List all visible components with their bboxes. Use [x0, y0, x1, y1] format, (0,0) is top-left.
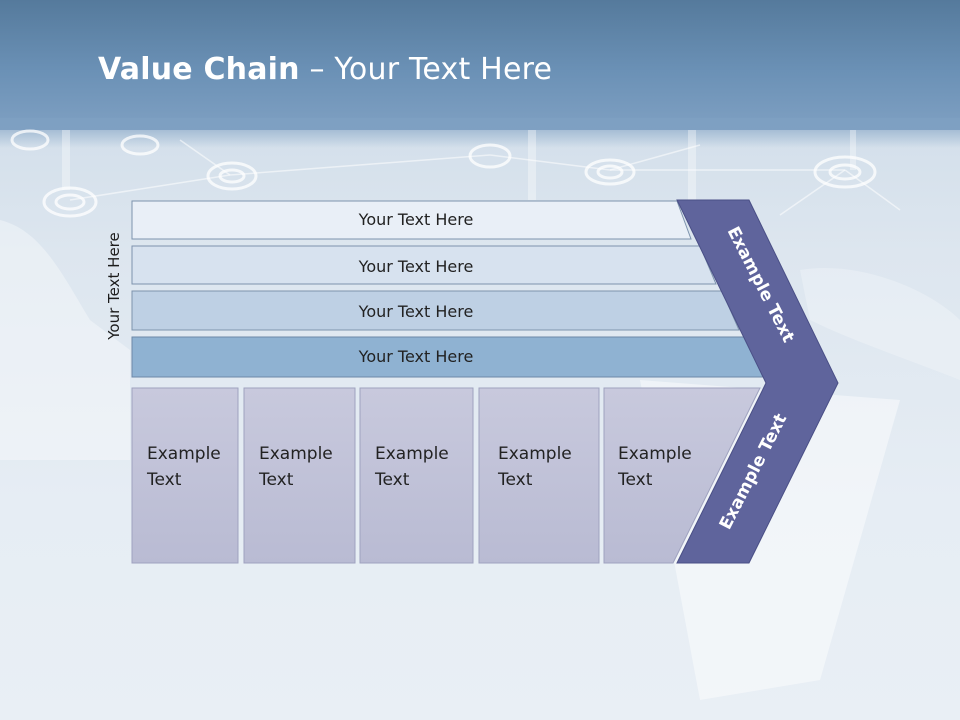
reflection-box-3-line2: Text: [374, 636, 410, 656]
box-3-line1: Example: [375, 444, 449, 464]
bar-3-label: Your Text Here: [358, 302, 474, 321]
box-2-line1: Example: [259, 444, 333, 464]
reflection-box-3-line1: Example: [375, 662, 449, 682]
reflection-box-5-line1: Example: [618, 662, 692, 682]
reflection-box-1-line2: Text: [146, 636, 182, 656]
box-3-line2: Text: [374, 470, 410, 490]
box-4: Example Text: [478, 387, 600, 564]
reflection-box-4-line2: Text: [497, 636, 533, 656]
box-1-line1: Example: [147, 444, 221, 464]
box-5-line1: Example: [618, 444, 692, 464]
bar-2-label: Your Text Here: [358, 257, 474, 276]
title-rest: – Your Text Here: [299, 52, 553, 87]
bar-4: Your Text Here: [131, 336, 764, 378]
box-1: Example Text: [131, 387, 239, 564]
bar-1-label: Your Text Here: [358, 210, 474, 229]
reflection-box-1-line1: Example: [147, 662, 221, 682]
bar-1: Your Text Here: [131, 200, 692, 240]
box-3: Example Text: [359, 387, 474, 564]
bar-2: Your Text Here: [131, 245, 717, 285]
box-5-line2: Text: [617, 470, 653, 490]
box-2: Example Text: [243, 387, 356, 564]
title-bold: Value Chain: [98, 52, 300, 87]
box-1-line2: Text: [146, 470, 182, 490]
header-fade: [0, 118, 960, 148]
bar-3: Your Text Here: [131, 290, 740, 331]
reflection-box-2-line1: Example: [259, 662, 333, 682]
reflection-box-4-line1: Example: [498, 662, 572, 682]
box-4-line2: Text: [497, 470, 533, 490]
diagram-reflection: Example Text Example Text Example Text E…: [132, 563, 827, 720]
box-5: Example Text: [603, 387, 761, 564]
reflection-box-2-line2: Text: [258, 636, 294, 656]
header-band: [0, 0, 960, 130]
bar-4-label: Your Text Here: [358, 347, 474, 366]
box-4-line1: Example: [498, 444, 572, 464]
page-title: Value Chain – Your Text Here: [98, 52, 552, 87]
box-2-line2: Text: [258, 470, 294, 490]
reflection-box-5-line2: Text: [617, 636, 653, 656]
